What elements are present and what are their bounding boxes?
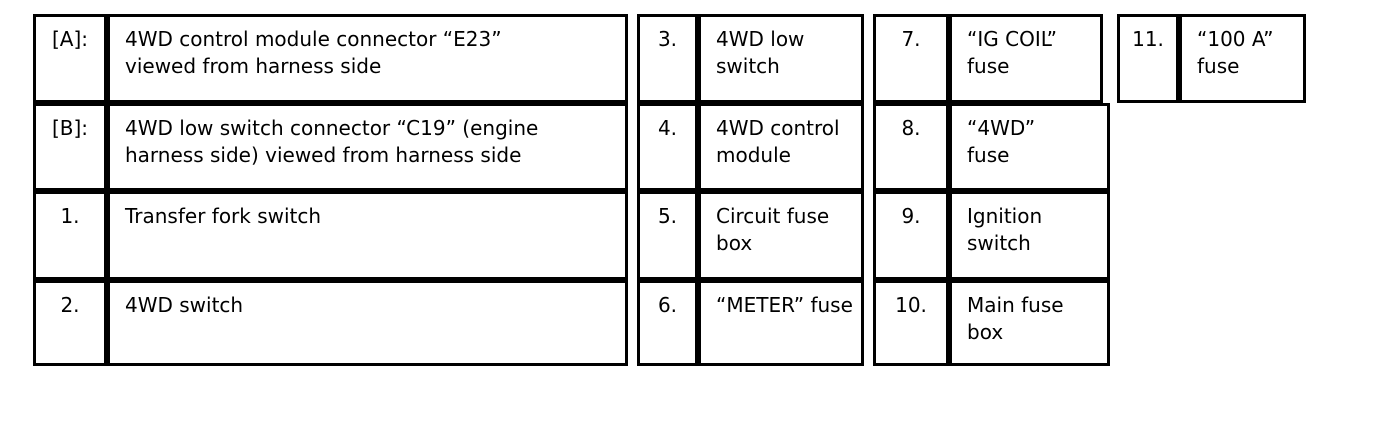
column-gap — [864, 14, 873, 103]
legend-desc-cell: “METER” fuse — [698, 280, 864, 366]
legend-desc-cell: “IG COIL” fuse — [949, 14, 1103, 103]
legend-desc-cell: Main fuse box — [949, 280, 1110, 366]
legend-desc-cell: 4WD switch — [107, 280, 628, 366]
legend-desc-cell: Circuit fuse box — [698, 191, 864, 280]
legend-desc-cell: 4WD low switch connector “C19” (engine h… — [107, 103, 628, 191]
legend-key-cell: 4. — [637, 103, 698, 191]
legend-desc-cell: “4WD” fuse — [949, 103, 1110, 191]
table-row: 2. 4WD switch 6. “METER” fuse 10. Main f… — [33, 280, 1306, 366]
legend-key-cell: 11. — [1117, 14, 1179, 103]
legend-key-cell: 10. — [873, 280, 949, 366]
table-row: [B]: 4WD low switch connector “C19” (eng… — [33, 103, 1306, 191]
table-row: [A]: 4WD control module connector “E23” … — [33, 14, 1306, 103]
legend-desc-cell: Ignition switch — [949, 191, 1110, 280]
legend-desc-cell: 4WD control module — [698, 103, 864, 191]
table-row: 1. Transfer fork switch 5. Circuit fuse … — [33, 191, 1306, 280]
legend-key-cell: 6. — [637, 280, 698, 366]
legend-desc-cell: “100 A” fuse — [1179, 14, 1306, 103]
column-gap — [864, 103, 873, 191]
legend-desc-cell: Transfer fork switch — [107, 191, 628, 280]
legend-key-cell: 2. — [33, 280, 107, 366]
legend-desc-cell: 4WD control module connector “E23” viewe… — [107, 14, 628, 103]
legend-key-cell: 9. — [873, 191, 949, 280]
legend-key-cell: [A]: — [33, 14, 107, 103]
column-gap — [864, 191, 873, 280]
legend-table: [A]: 4WD control module connector “E23” … — [33, 14, 1306, 366]
legend-key-cell: 3. — [637, 14, 698, 103]
column-gap — [628, 280, 637, 366]
column-gap — [864, 280, 873, 366]
legend-key-cell: [B]: — [33, 103, 107, 191]
column-gap — [1103, 14, 1117, 103]
column-gap — [628, 14, 637, 103]
legend-key-cell: 1. — [33, 191, 107, 280]
legend-key-cell: 7. — [873, 14, 949, 103]
legend-desc-cell: 4WD low switch — [698, 14, 864, 103]
legend-key-cell: 8. — [873, 103, 949, 191]
column-gap — [628, 103, 637, 191]
legend-key-cell: 5. — [637, 191, 698, 280]
column-gap — [628, 191, 637, 280]
